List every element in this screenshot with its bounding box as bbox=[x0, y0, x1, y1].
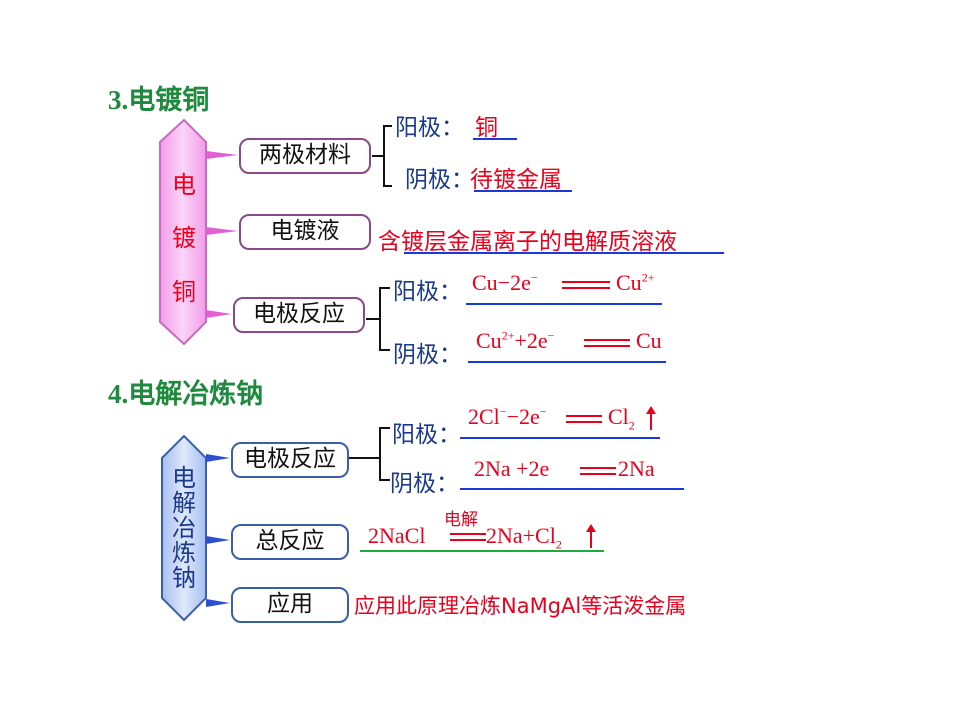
plating-solution-value: 含镀层金属离子的电解质溶液 bbox=[378, 229, 677, 255]
overall-equals bbox=[450, 533, 486, 541]
box-electrode-reaction-3: 电极反应 bbox=[233, 297, 365, 333]
section3-bracket-reaction bbox=[366, 287, 390, 351]
reaction3-anode-equals bbox=[562, 281, 610, 289]
section4-arrow-reaction bbox=[206, 454, 230, 462]
reaction3-cathode-lhs-text: Cu bbox=[476, 328, 502, 353]
reaction3-cathode-label: 阴极： bbox=[393, 342, 462, 368]
reaction3-cathode-lhs2-text: +2e bbox=[514, 328, 548, 353]
section3-vertical-char-3: 铜 bbox=[172, 278, 196, 306]
section4-vertical-char-1: 电 bbox=[172, 464, 196, 492]
materials-anode-label: 阳极： bbox=[395, 115, 464, 141]
reaction4-anode-underline bbox=[460, 437, 660, 439]
reaction4-cathode-label: 阴极： bbox=[390, 471, 459, 497]
section3-bracket-materials bbox=[372, 125, 392, 187]
reaction3-cathode-equals bbox=[584, 339, 630, 347]
section3-arrow-reaction bbox=[206, 310, 232, 318]
reaction4-cathode-equals bbox=[580, 467, 616, 475]
section3-heading-number: 3. bbox=[108, 85, 129, 115]
reaction3-anode-lhs-text: Cu−2e bbox=[472, 270, 531, 295]
section4-arrow-overall bbox=[206, 536, 230, 544]
reaction4-anode-lhs-sup: − bbox=[499, 404, 507, 419]
box-electrode-materials: 两极材料 bbox=[239, 138, 371, 174]
section4-arrow-application bbox=[206, 599, 230, 607]
reaction4-cathode-underline bbox=[460, 488, 684, 490]
reaction3-cathode-lhs: Cu2++2e− bbox=[476, 328, 554, 354]
box-plating-solution: 电镀液 bbox=[239, 214, 371, 250]
materials-cathode-underline bbox=[474, 190, 572, 192]
section4-vertical-char-4: 炼 bbox=[172, 539, 196, 567]
section3-vertical-char-1: 电 bbox=[172, 171, 196, 199]
plating-solution-underline bbox=[404, 252, 724, 254]
box-electrode-reaction-4: 电极反应 bbox=[231, 442, 349, 478]
section4-heading-number: 4. bbox=[108, 379, 129, 409]
reaction3-anode-rhs-text: Cu bbox=[616, 270, 642, 295]
reaction4-anode-equals bbox=[566, 415, 602, 423]
section4-heading-text: 电解冶炼钠 bbox=[128, 379, 264, 410]
box-application: 应用 bbox=[231, 587, 349, 623]
reaction3-anode-underline bbox=[466, 303, 662, 305]
application-value: 应用此原理冶炼NaMgAl等活泼金属 bbox=[354, 594, 687, 618]
section4-vertical-char-2: 解 bbox=[172, 489, 196, 517]
overall-rhs-text: 2Na+Cl bbox=[486, 523, 556, 548]
materials-anode-underline bbox=[473, 138, 517, 140]
overall-rhs: 2Na+Cl2 bbox=[486, 523, 562, 552]
section4-vertical-char-5: 钠 bbox=[172, 564, 196, 592]
overall-lhs: 2NaCl bbox=[368, 523, 426, 548]
materials-cathode-value: 待镀金属 bbox=[470, 167, 562, 193]
section3-vertical-char-2: 镀 bbox=[172, 224, 196, 252]
materials-cathode-label: 阴极： bbox=[405, 167, 474, 193]
reaction3-anode-rhs-sup: 2+ bbox=[641, 270, 655, 285]
reaction4-anode-rhs-sub: 2 bbox=[628, 418, 635, 433]
reaction3-anode-label: 阳极： bbox=[393, 279, 462, 305]
reaction4-anode-rhs: Cl2 bbox=[608, 404, 635, 433]
reaction4-anode-lhs2-sup: − bbox=[539, 404, 547, 419]
overall-underline bbox=[360, 550, 604, 552]
reaction3-cathode-lhs-sup: 2+ bbox=[501, 328, 515, 343]
reaction4-anode-lhs2-text: −2e bbox=[506, 404, 540, 429]
section3-vertical-shape bbox=[159, 118, 207, 346]
reaction3-anode-lhs-sup: − bbox=[530, 270, 538, 285]
overall-gas-arrow bbox=[586, 524, 596, 548]
overall-condition: 电解 bbox=[444, 510, 478, 530]
reaction3-cathode-rhs: Cu bbox=[636, 328, 662, 353]
overall-rhs-sub: 2 bbox=[555, 537, 562, 552]
section4-heading: 4.电解冶炼钠 bbox=[108, 372, 263, 411]
reaction4-anode-rhs-text: Cl bbox=[608, 404, 629, 429]
section3-arrow-solution bbox=[206, 227, 238, 235]
reaction3-anode-rhs: Cu2+ bbox=[616, 270, 654, 296]
reaction4-anode-lhs-text: 2Cl bbox=[468, 404, 500, 429]
section4-vertical-char-3: 冶 bbox=[172, 514, 196, 542]
section3-arrow-materials bbox=[206, 151, 238, 159]
section4-bracket-reaction bbox=[348, 427, 390, 481]
reaction3-anode-lhs: Cu−2e− bbox=[472, 270, 538, 296]
reaction4-gas-arrow bbox=[646, 406, 656, 430]
materials-anode-value: 铜 bbox=[475, 115, 498, 141]
reaction3-cathode-underline bbox=[468, 361, 666, 363]
section3-heading-text: 电镀铜 bbox=[128, 85, 210, 116]
reaction4-cathode-lhs: 2Na +2e bbox=[474, 456, 550, 481]
reaction3-cathode-lhs2-sup: − bbox=[547, 328, 555, 343]
reaction4-cathode-rhs: 2Na bbox=[618, 456, 655, 481]
reaction4-anode-label: 阳极： bbox=[392, 422, 461, 448]
reaction4-anode-lhs: 2Cl−−2e− bbox=[468, 404, 547, 430]
section4-vertical-shape bbox=[161, 434, 207, 622]
box-overall-reaction: 总反应 bbox=[231, 524, 349, 560]
section3-heading: 3.电镀铜 bbox=[108, 78, 209, 117]
